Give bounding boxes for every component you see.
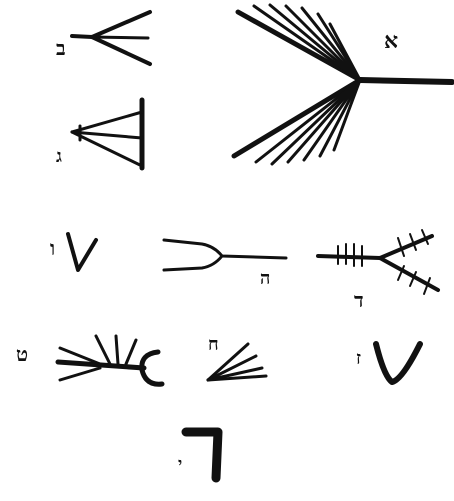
vav-1-label: ו: [50, 238, 55, 258]
zayin-label: ז: [356, 350, 361, 368]
het-label: ח: [208, 336, 219, 354]
tet-label: ט: [16, 344, 28, 364]
alef-label: א: [384, 30, 398, 52]
zayin-figure: [376, 344, 420, 382]
bet-label: ב: [56, 38, 66, 58]
dalet-figure: [318, 230, 438, 294]
vav-1-figure: [68, 234, 96, 270]
he-label: ה: [260, 270, 270, 288]
he-figure: [164, 240, 286, 270]
dalet-label: ד: [354, 290, 364, 310]
alef-figure: [234, 5, 452, 164]
yod-label: י: [178, 456, 182, 472]
yod-figure: [186, 432, 218, 478]
tet-figure: [58, 336, 162, 384]
bet-figure: [72, 12, 150, 64]
gimel-label: ג: [56, 148, 62, 166]
gimel-figure: [72, 100, 142, 168]
